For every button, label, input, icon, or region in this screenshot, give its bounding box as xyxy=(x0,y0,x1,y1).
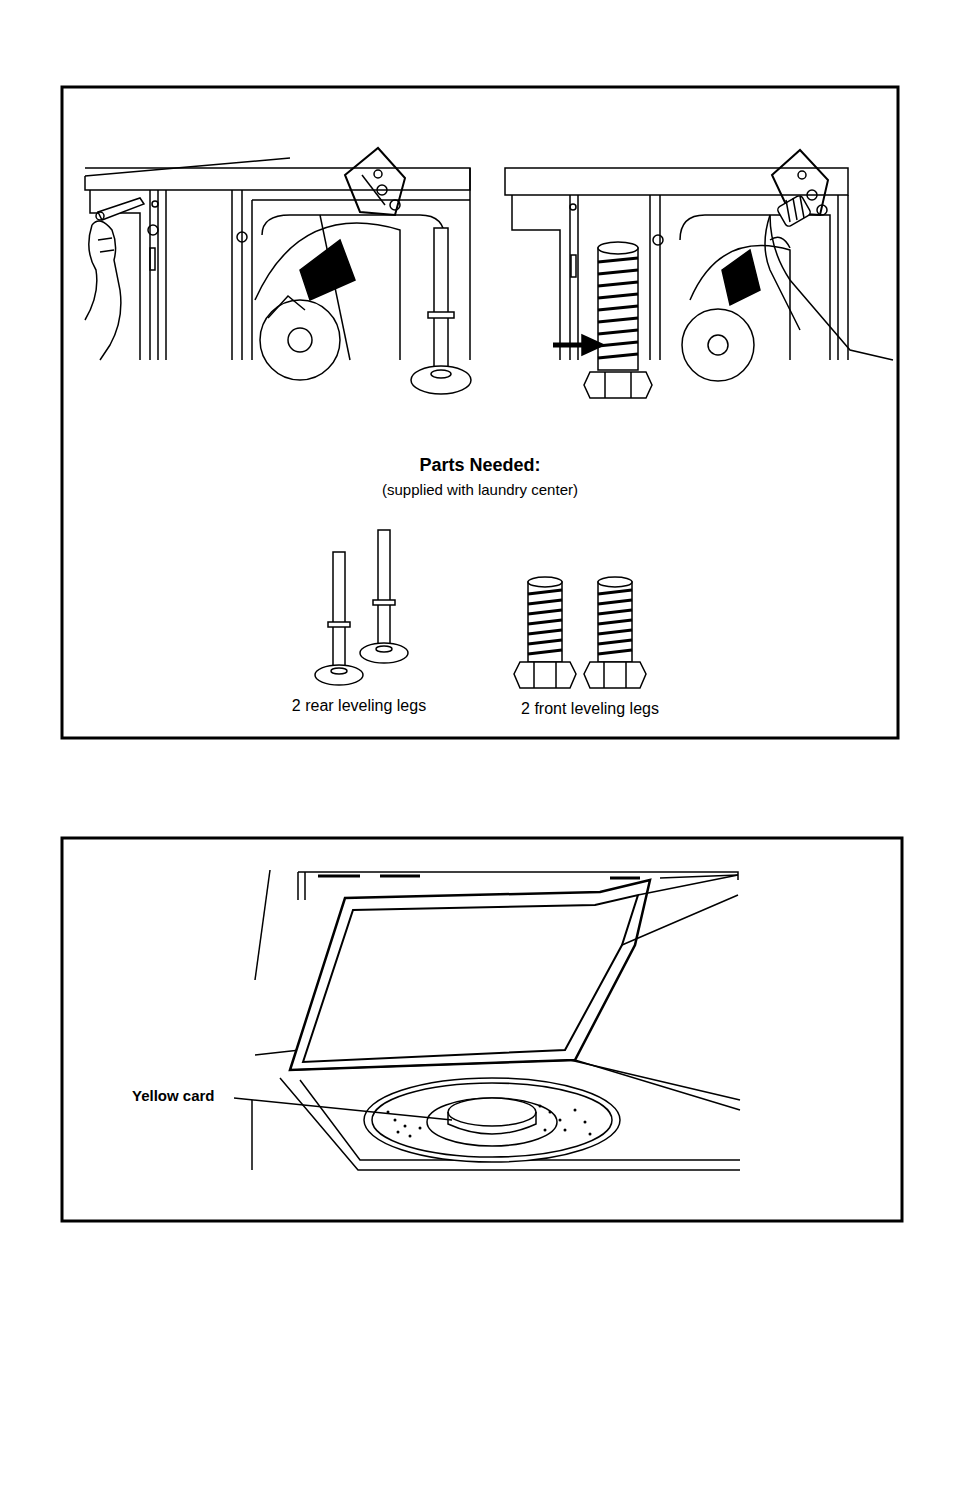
rear-leveling-leg xyxy=(411,228,471,394)
cabinet-right xyxy=(505,150,848,381)
parts-heading: Parts Needed: xyxy=(419,455,540,476)
parts-note: (supplied with laundry center) xyxy=(382,481,578,498)
pointer-arrow xyxy=(553,343,585,348)
hand-with-leg xyxy=(765,194,893,360)
part-label: 2 rear leveling legs xyxy=(292,697,426,715)
leader-line xyxy=(234,1098,452,1120)
part-label: 2 front leveling legs xyxy=(521,700,659,718)
washer-top xyxy=(252,870,740,1170)
pointer-arrow xyxy=(582,335,604,355)
panel-frame xyxy=(62,87,898,738)
callout-label: Yellow card xyxy=(132,1087,215,1104)
cabinet-left xyxy=(85,148,470,380)
front-leveling-legs xyxy=(514,577,646,688)
panel-frame xyxy=(62,838,902,1221)
hand-with-tool xyxy=(85,198,144,360)
front-leveling-leg xyxy=(584,242,652,398)
rear-leveling-legs xyxy=(315,530,408,685)
